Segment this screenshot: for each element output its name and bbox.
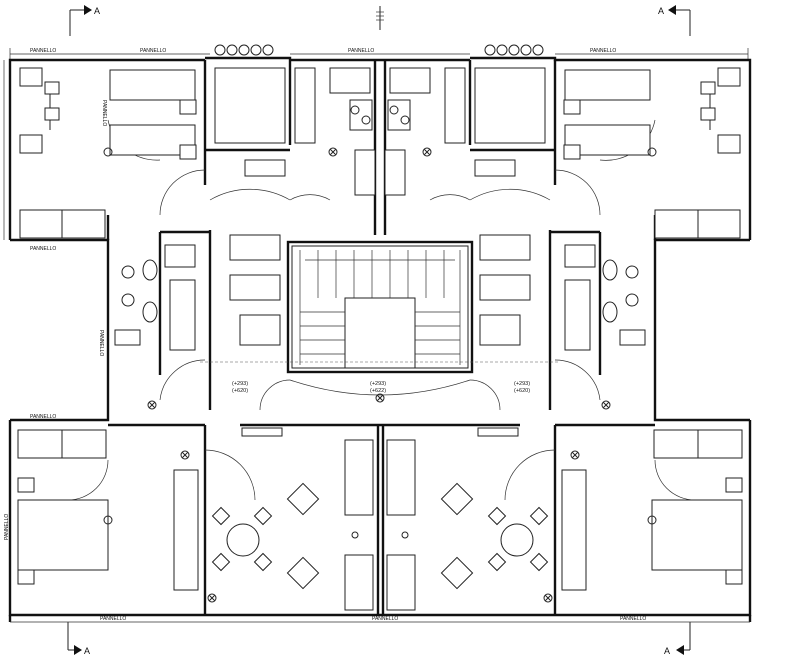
- panel-label: PANNELLO: [98, 330, 104, 356]
- panel-label: PANNELLO: [4, 514, 10, 540]
- staircase: [299, 250, 461, 369]
- light-fixtures: [147, 147, 611, 603]
- level-label: (+293): [232, 381, 248, 387]
- panel-label: PANNELLO: [372, 616, 398, 622]
- panel-label: PANNELLO: [101, 100, 107, 126]
- level-label: (+293): [514, 381, 530, 387]
- section-letter: A: [84, 646, 90, 656]
- living-room-left: [211, 427, 374, 611]
- vent-row: [214, 44, 544, 56]
- panel-label: PANNELLO: [348, 48, 374, 54]
- panel-label: PANNELLO: [590, 48, 616, 54]
- level-label: (+622): [370, 388, 386, 394]
- section-mark-top-left: A: [69, 5, 100, 36]
- bedroom-lower-right: [561, 429, 743, 591]
- panel-label: PANNELLO: [620, 616, 646, 622]
- kitchen-upper-right: [384, 67, 546, 196]
- bathroom-right: [479, 234, 646, 351]
- section-mark-top-right: A: [658, 5, 691, 36]
- bottom-dimension-lines: PANNELLO PANNELLO PANNELLO: [10, 616, 750, 623]
- panel-label: PANNELLO: [30, 48, 56, 54]
- section-letter: A: [94, 6, 100, 16]
- level-label: (+293): [370, 381, 386, 387]
- bedroom-upper-left: [19, 67, 245, 239]
- panel-label: PANNELLO: [100, 616, 126, 622]
- bedroom-upper-right: [515, 67, 741, 239]
- bedroom-lower-left: [17, 429, 199, 591]
- panel-label: PANNELLO: [30, 414, 56, 420]
- panel-label: PANNELLO: [30, 246, 56, 252]
- level-labels: (+293) (+620) (+293) (+622) (+293) (+620…: [200, 361, 560, 394]
- left-panel-labels: PANNELLO PANNELLO PANNELLO PANNELLO PANN…: [3, 60, 107, 540]
- bathroom-left: [114, 234, 281, 351]
- kitchen-upper-left: [214, 67, 376, 196]
- living-room-right: [386, 427, 549, 611]
- section-letter: A: [658, 6, 664, 16]
- panel-label: PANNELLO: [140, 48, 166, 54]
- level-label: (+620): [232, 388, 248, 394]
- section-mark-bottom-right: A: [664, 622, 691, 656]
- center-axis-mark: [376, 6, 384, 30]
- section-letter: A: [664, 646, 670, 656]
- level-label: (+620): [514, 388, 530, 394]
- section-mark-bottom-left: A: [67, 622, 90, 656]
- top-dimension-lines: PANNELLO PANNELLO PANNELLO PANNELLO: [9, 48, 749, 60]
